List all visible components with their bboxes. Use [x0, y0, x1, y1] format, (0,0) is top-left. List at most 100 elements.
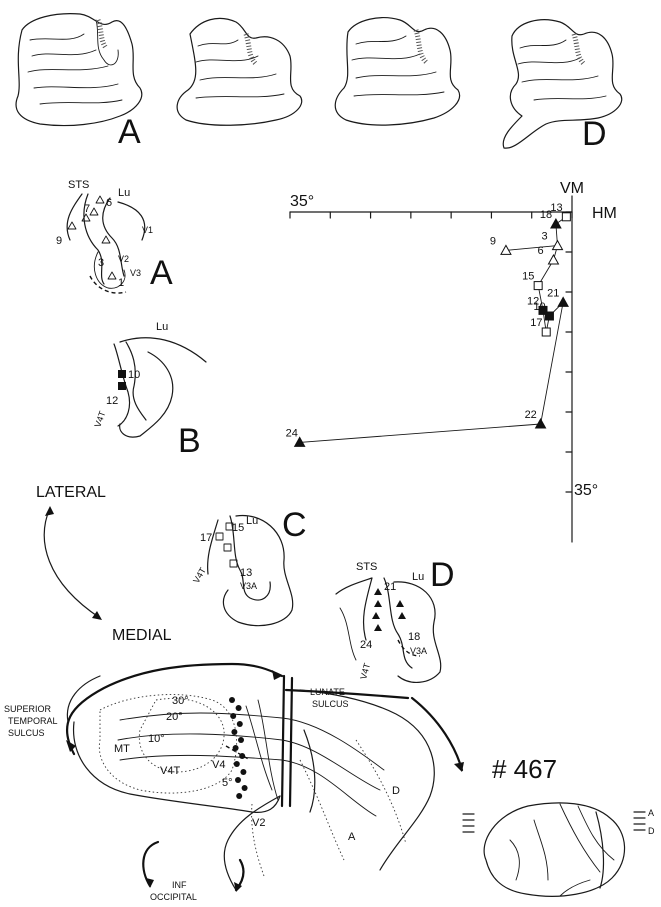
top-section-2 [177, 18, 302, 125]
schematic-line-a-label: A [348, 831, 356, 843]
schematic-sulcus-label: SULCUS [8, 728, 45, 738]
slice-a-sts-label: STS [68, 179, 89, 191]
field-point-label-17: 17 [530, 317, 542, 329]
slice-a: STS Lu V1 V2 V3 6 7 9 3 1 A [56, 179, 173, 293]
field-point-label-24: 24 [286, 427, 298, 439]
slice-c-v4t-label: V4T [191, 565, 208, 585]
slice-a-label: A [150, 254, 173, 292]
slice-d-site-21: 21 [384, 581, 396, 593]
schematic-site-dot [236, 705, 242, 711]
slice-b-marker-10 [118, 370, 126, 378]
field-map-vm-label: VM [560, 180, 584, 197]
top-section-1: A [16, 14, 142, 151]
schematic-ecc-30: 30° [172, 695, 189, 707]
slice-d: STS Lu 21 24 18 V3A V4T D [336, 556, 455, 682]
field-point-13 [562, 213, 570, 221]
field-point-label-6: 6 [537, 245, 543, 257]
slice-d-v4t-label: V4T [358, 662, 372, 681]
brain-outline: # 467 A D [463, 754, 655, 896]
slice-a-v2-label: V2 [118, 254, 129, 264]
schematic-site-dot [231, 729, 237, 735]
schematic-sts-arrow [67, 664, 282, 754]
field-point-22 [536, 419, 546, 428]
field-map-y-ticks [566, 212, 572, 492]
slice-c-v3a-label: V3A [240, 581, 257, 591]
slice-b-site-12: 12 [106, 395, 118, 407]
field-point-label-3: 3 [541, 231, 547, 243]
slice-b-marker-12 [118, 382, 126, 390]
schematic-ecc-20: 20° [166, 711, 183, 723]
schematic-line-d-label: D [392, 785, 400, 797]
schematic-superior-label: SUPERIOR [4, 704, 52, 714]
slice-a-site-9: 9 [56, 235, 62, 247]
field-point-3 [552, 241, 562, 250]
schematic-mt-label: MT [114, 743, 130, 755]
lateral-label: LATERAL [36, 484, 106, 501]
field-point-label-15: 15 [522, 271, 534, 283]
schematic-v4t-label: V4T [160, 765, 180, 777]
top-section-3 [335, 18, 459, 125]
schematic-temporal-label: TEMPORAL [8, 716, 58, 726]
field-point-10 [545, 312, 553, 320]
top-section-d-label: D [582, 115, 607, 153]
field-point-18 [551, 219, 561, 228]
schematic-inf-label: INF [172, 880, 187, 890]
field-point-label-22: 22 [525, 409, 537, 421]
slice-a-v1-label: V1 [142, 225, 153, 235]
field-map-trace-branch [506, 246, 558, 251]
top-section-4: D [503, 20, 622, 153]
field-point-6 [548, 255, 558, 264]
schematic-site-dot [242, 785, 248, 791]
field-point-label-10: 10 [533, 301, 545, 313]
field-map-y-tick-label: 35° [574, 482, 598, 499]
schematic-site-dot [236, 793, 242, 799]
brain-left-ticks [463, 814, 474, 832]
slice-d-sts-label: STS [356, 561, 377, 573]
slice-b-lu-label: Lu [156, 321, 168, 333]
field-point-21 [558, 297, 568, 306]
field-map-x-tick-label: 35° [290, 193, 314, 210]
brain-mark-a: A [648, 808, 654, 818]
slice-d-label: D [430, 556, 455, 594]
slice-b-v4t-label: V4T [92, 409, 107, 428]
slice-a-site-3: 3 [98, 257, 104, 269]
medial-label: MEDIAL [112, 627, 172, 644]
brain-right-ticks [634, 812, 645, 830]
slice-c-label: C [282, 506, 307, 544]
schematic: SUPERIOR TEMPORAL SULCUS LUNATE SULCUS 3… [4, 664, 464, 902]
schematic-v2-label: V2 [252, 817, 265, 829]
field-map-hm-label: HM [592, 205, 617, 222]
case-number: # 467 [492, 754, 557, 784]
schematic-v4-label: V4 [212, 759, 225, 771]
slice-a-site-1: 1 [118, 277, 124, 289]
field-map-x-ticks [290, 212, 572, 218]
slice-a-v3-label: V3 [130, 268, 141, 278]
slice-b-site-10: 10 [128, 369, 140, 381]
slice-b-label: B [178, 422, 201, 460]
schematic-lunate-label: LUNATE [310, 687, 345, 697]
field-point-label-13: 13 [550, 202, 562, 214]
schematic-site-dot [230, 713, 236, 719]
slice-c-site-17: 17 [200, 532, 212, 544]
schematic-site-dot [238, 737, 244, 743]
slice-b: Lu 10 12 V4T B [92, 321, 206, 460]
schematic-ecc-10: 10° [148, 733, 165, 745]
schematic-ecc-5: 5° [222, 777, 233, 789]
slice-c-site-13: 13 [240, 567, 252, 579]
field-point-17 [542, 328, 550, 336]
top-section-a-label: A [118, 113, 141, 151]
schematic-site-dot [229, 697, 235, 703]
slice-d-v3a-label: V3A [410, 646, 427, 656]
schematic-site-dot [240, 769, 246, 775]
field-point-label-21: 21 [547, 287, 559, 299]
slice-a-site-7: 7 [84, 203, 90, 215]
slice-d-site-24: 24 [360, 639, 372, 651]
slice-c: Lu 15 17 13 V3A V4T C [191, 506, 306, 626]
schematic-site-dot [234, 761, 240, 767]
slice-d-site-18: 18 [408, 631, 420, 643]
slice-d-lu-label: Lu [412, 571, 424, 583]
schematic-site-dot [235, 777, 241, 783]
schematic-lunate-sulcus-label: SULCUS [312, 699, 349, 709]
